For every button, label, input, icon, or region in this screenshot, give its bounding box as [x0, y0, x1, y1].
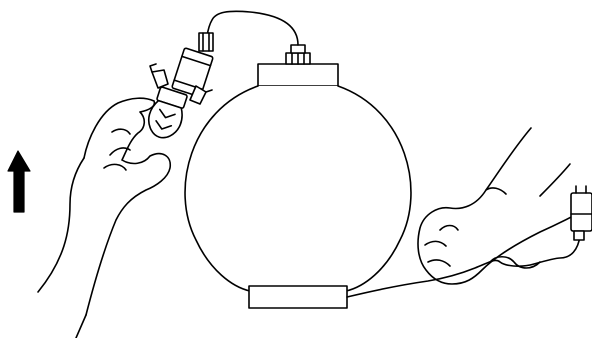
lantern [184, 44, 412, 309]
power-cord-lower [346, 235, 581, 298]
left-hand [37, 97, 172, 338]
power-cord-upper [206, 10, 299, 46]
up-arrow-icon [7, 150, 31, 213]
lantern-globe [184, 85, 412, 292]
bulb-socket-icon [148, 32, 214, 139]
right-hand [417, 127, 592, 285]
lantern-top-cap [257, 44, 339, 87]
lantern-bottom-ring [248, 285, 348, 309]
power-plug-icon [570, 185, 592, 241]
